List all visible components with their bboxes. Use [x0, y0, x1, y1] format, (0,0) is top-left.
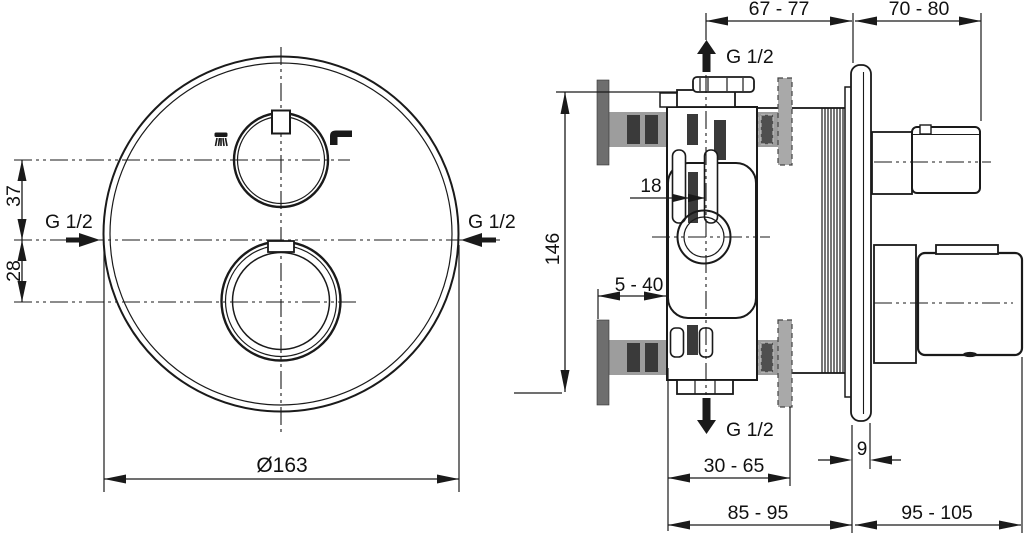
side-view: 67 - 77 70 - 80 G 1/2 G 1/2 146 [514, 0, 1024, 533]
temp-knob-notch [267, 240, 295, 253]
dim-label-67-77: 67 - 77 [749, 0, 810, 20]
dim-diameter: Ø163 [103, 245, 460, 492]
valve-tube [756, 107, 847, 374]
dim-label-37: 37 [3, 185, 25, 207]
front-view: 37 28 G 1/2 G 1/2 Ø163 [3, 47, 516, 492]
bottom-fitting-nut [676, 379, 734, 395]
temp-knob-adapter-side [873, 244, 917, 364]
faceplate-inner-circle [109, 62, 453, 406]
dim-body-depth-range: 30 - 65 [667, 368, 791, 531]
dim-mount-range: 5 - 40 [597, 275, 666, 319]
inlet-left: G 1/2 [45, 211, 100, 247]
temp-knob-side [916, 251, 1024, 357]
spout-icon [330, 130, 352, 145]
wall-hatch-blocks [627, 115, 658, 372]
dim-center-offset: 18 [630, 176, 705, 203]
diverter-knob-side [911, 126, 981, 194]
thread-hatching [821, 108, 847, 373]
temp-knob-marker [963, 351, 977, 358]
temp-knob-cap [935, 244, 999, 255]
dim-label-70-80: 70 - 80 [889, 0, 950, 20]
diverter-knob-adapter-side [871, 131, 913, 195]
diverter-knob-notch [271, 109, 291, 135]
faceplate-side [850, 64, 872, 422]
inlet-right: G 1/2 [461, 211, 516, 247]
dim-height: 146 [514, 91, 678, 394]
dim-vertical-offsets: 37 28 [3, 160, 27, 302]
dim-label-9: 9 [857, 439, 868, 460]
mounting-bracket-bottom [596, 319, 610, 406]
dim-label-30-65: 30 - 65 [704, 455, 765, 477]
outlet-bottom-label: G 1/2 [726, 419, 774, 441]
outlet-bottom: G 1/2 [697, 398, 774, 441]
dim-label-18: 18 [640, 176, 661, 197]
faceplate-outer-circle [102, 55, 460, 413]
dim-label-95-105: 95 - 105 [901, 502, 973, 524]
dim-depth-top: 67 - 77 70 - 80 [705, 0, 982, 121]
top-fitting-nut-facets [699, 78, 744, 91]
handshower-icon [214, 132, 228, 147]
dim-plate-thickness: 9 [818, 423, 901, 533]
diverter-knob-cap-step [919, 124, 932, 135]
inlet-left-label: G 1/2 [45, 211, 93, 233]
outlet-top-label: G 1/2 [726, 46, 774, 68]
wall-face-max-top [777, 77, 793, 166]
dim-total-depths: 85 - 95 95 - 105 [668, 357, 1023, 533]
dim-label-5-40: 5 - 40 [615, 275, 664, 296]
inlet-right-label: G 1/2 [468, 211, 516, 233]
wall-face-max-bottom [777, 319, 793, 408]
top-fitting-step [659, 92, 679, 108]
top-fitting-nut [692, 76, 755, 93]
mounting-bracket-top [596, 79, 610, 166]
dim-label-146: 146 [542, 233, 564, 266]
dim-label-28: 28 [3, 260, 25, 282]
dim-label-85-95: 85 - 95 [728, 502, 789, 524]
dim-label-diameter: Ø163 [256, 454, 307, 477]
outlet-top: G 1/2 [697, 40, 774, 72]
